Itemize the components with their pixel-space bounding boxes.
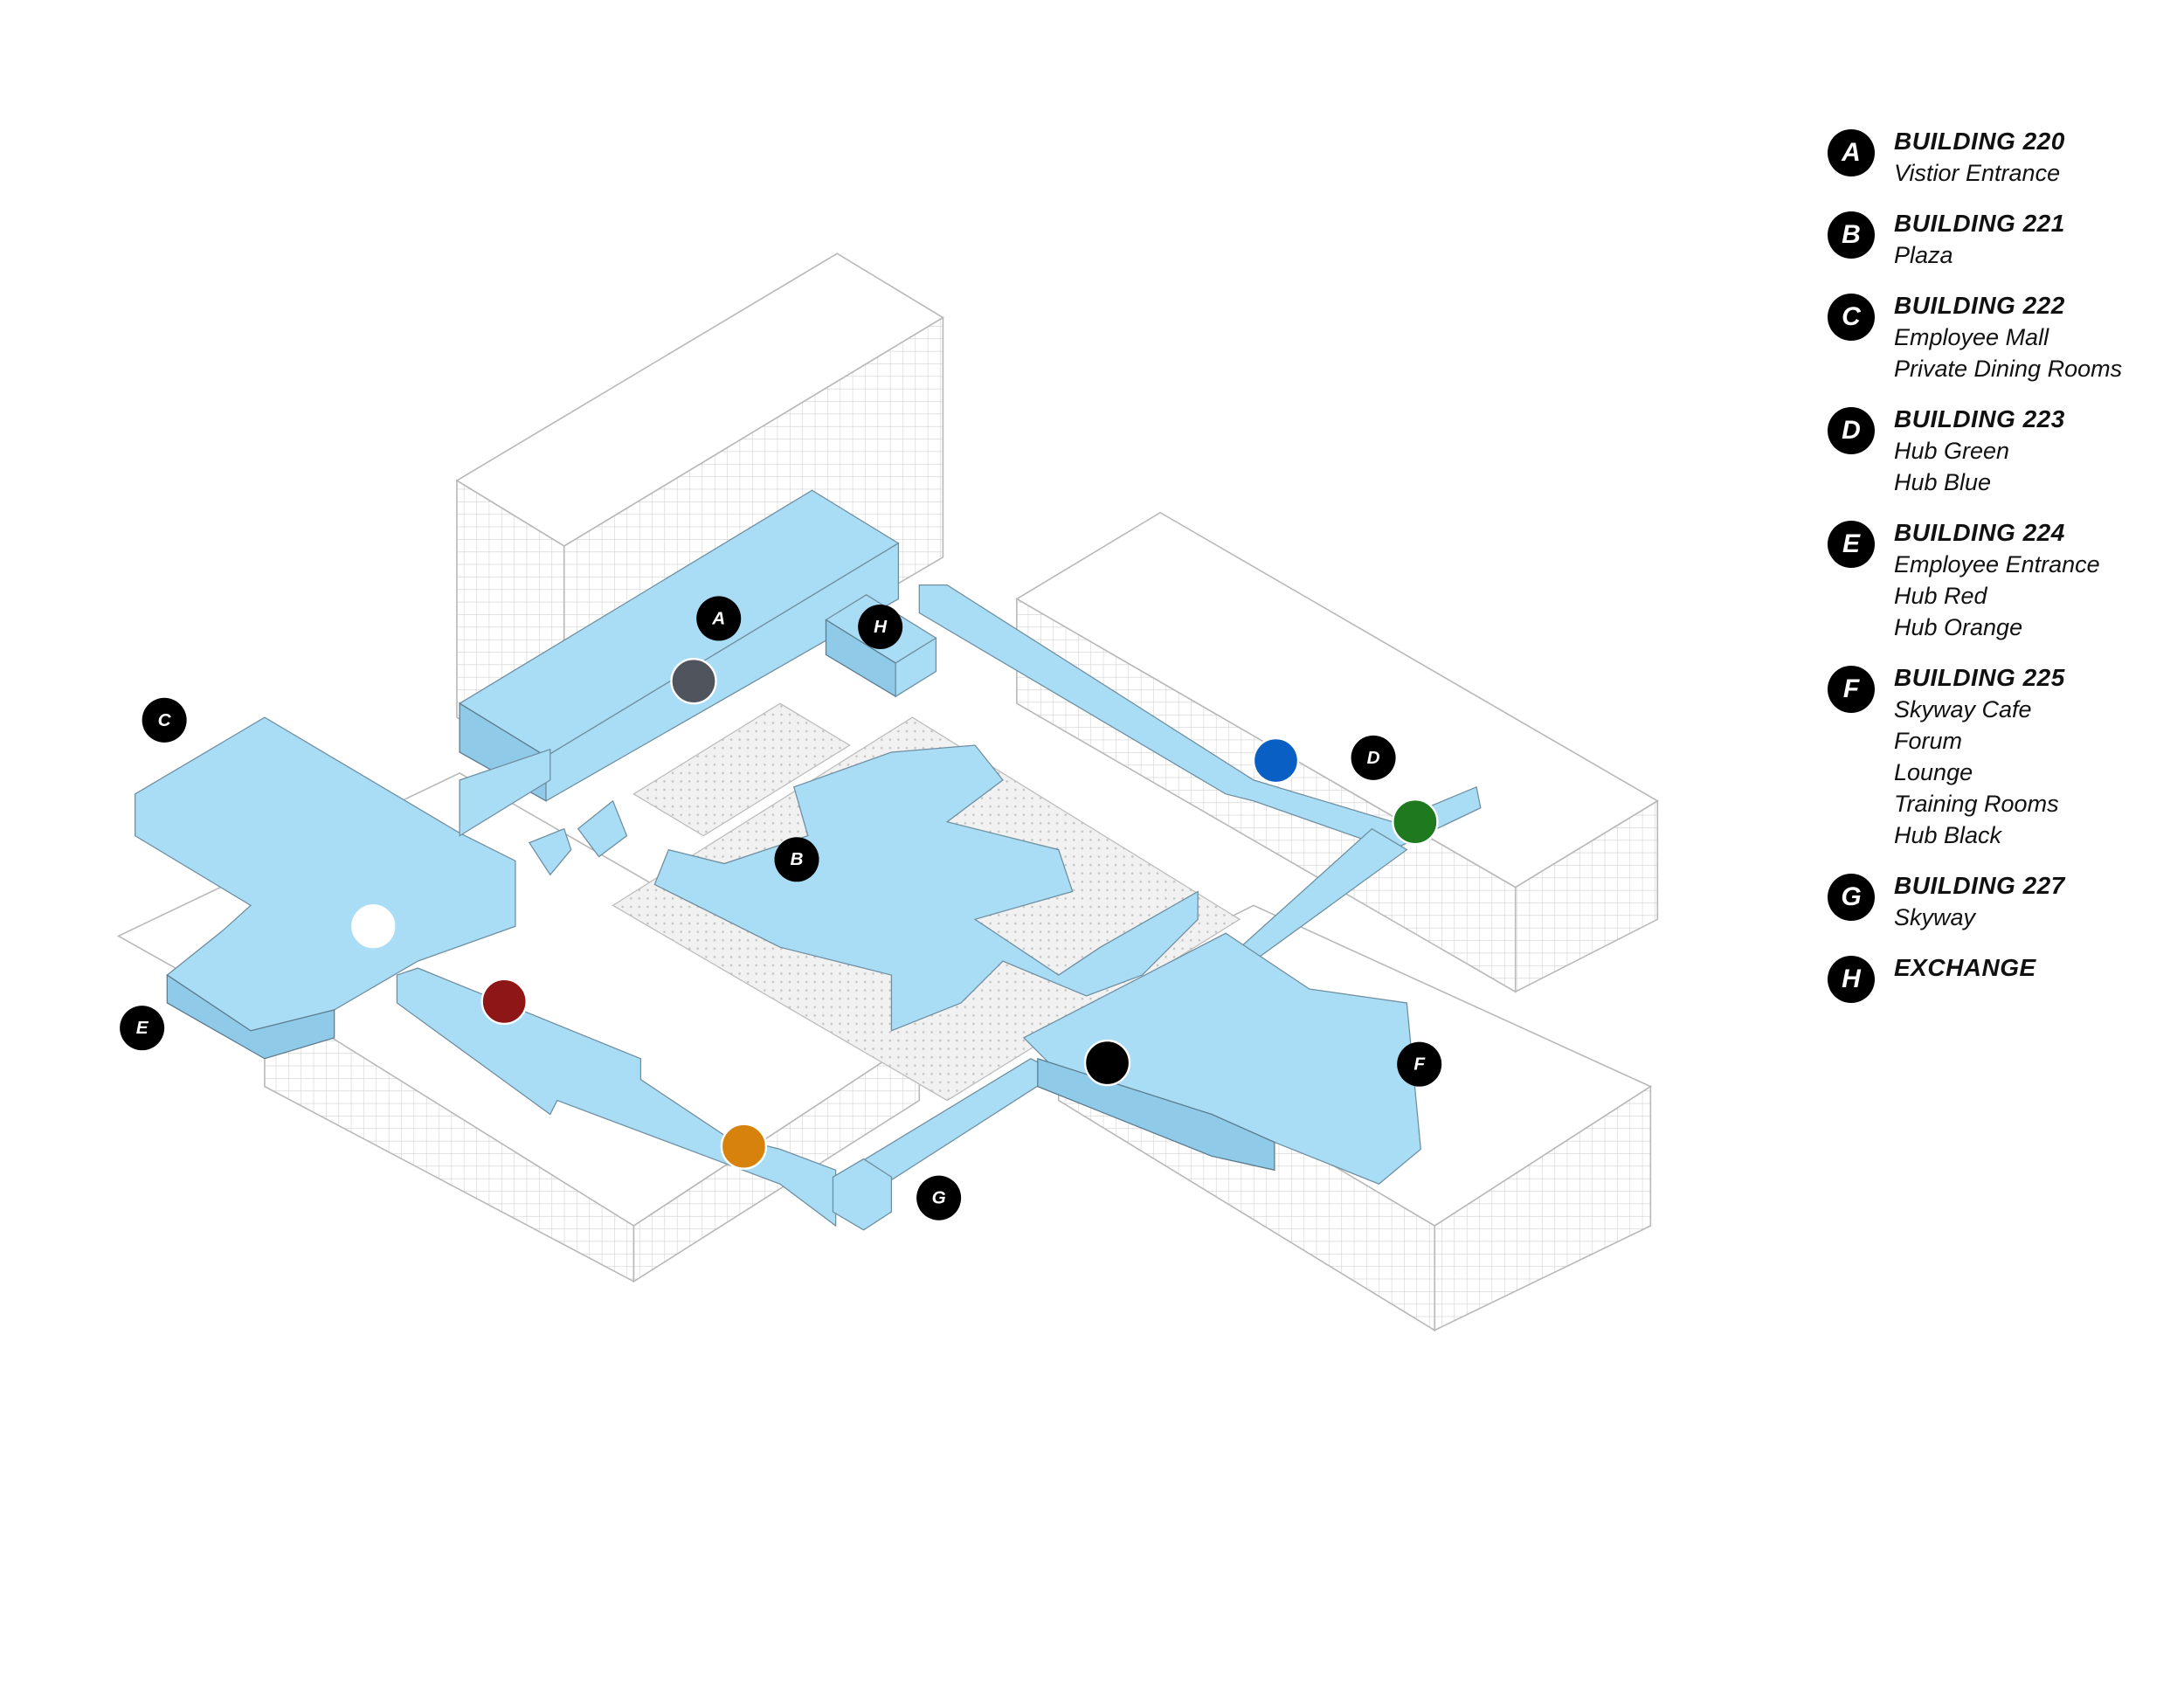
legend-title: BUILDING 225 [1894,664,2065,691]
map-marker-h: H [858,604,903,649]
legend-line: Lounge [1894,759,1973,785]
map-marker-g: G [916,1175,962,1220]
svg-text:C: C [158,710,172,730]
legend-line: Employee Entrance [1894,551,2100,577]
legend-line: Hub Red [1894,583,1987,609]
legend-line: Plaza [1894,242,1953,268]
legend-line: Hub Orange [1894,614,2023,640]
svg-text:A: A [711,608,725,628]
legend-item-h: H EXCHANGE [1828,952,2177,1003]
hub-blue [1252,736,1300,785]
hub-white [351,904,396,949]
legend-title: BUILDING 223 [1894,405,2065,432]
legend-line: Skyway [1894,904,1976,930]
legend-line: Forum [1894,728,1963,754]
map-marker-c: C [142,697,187,743]
svg-text:H: H [874,617,888,637]
legend-line: Training Rooms [1894,791,2059,817]
legend-title: EXCHANGE [1894,954,2036,981]
legend-badge: A [1828,129,1875,176]
svg-text:B: B [791,849,804,869]
legend-badge: C [1828,294,1875,341]
legend-badge: D [1828,407,1875,454]
legend-line: Hub Green [1894,438,2010,464]
legend-title: BUILDING 222 [1894,292,2065,319]
legend-title: BUILDING 224 [1894,519,2065,546]
svg-text:E: E [136,1018,149,1038]
building-222 [135,716,516,1060]
legend-title: BUILDING 227 [1894,872,2065,899]
legend-line: Vistior Entrance [1894,160,2061,186]
legend-line: Hub Black [1894,822,2002,848]
building-227-block [832,1158,893,1231]
legend-line: Hub Blue [1894,469,1992,495]
legend-badge: E [1828,521,1875,568]
hub-markers [351,657,1439,1170]
hub-black [1083,1039,1131,1087]
legend-line: Skyway Cafe [1894,696,2032,723]
svg-text:G: G [932,1188,946,1208]
legend-title: BUILDING 220 [1894,128,2065,155]
map-letter-markers: A B C D E F G H [120,596,1442,1220]
legend-badge: F [1828,666,1875,713]
legend-badge: H [1828,956,1875,1003]
legend-badge: G [1828,874,1875,921]
legend-text: EXCHANGE [1894,952,2036,984]
map-marker-e: E [120,1006,165,1051]
map-marker-d: D [1351,735,1396,780]
svg-text:F: F [1413,1054,1426,1075]
map-marker-f: F [1397,1041,1442,1087]
hub-gray [670,657,717,705]
map-marker-b: B [774,837,819,882]
hub-orange [720,1123,768,1170]
building-225-block [1022,932,1421,1185]
plaza-221 [528,702,1241,1102]
legend-line: Employee Mall [1894,324,2049,350]
legend-line: Private Dining Rooms [1894,356,2123,382]
hub-green [1392,798,1439,846]
legend-title: BUILDING 221 [1894,210,2065,237]
map-marker-a: A [696,596,742,641]
legend-badge: B [1828,211,1875,259]
hub-red [480,978,528,1026]
svg-text:D: D [1367,748,1380,768]
